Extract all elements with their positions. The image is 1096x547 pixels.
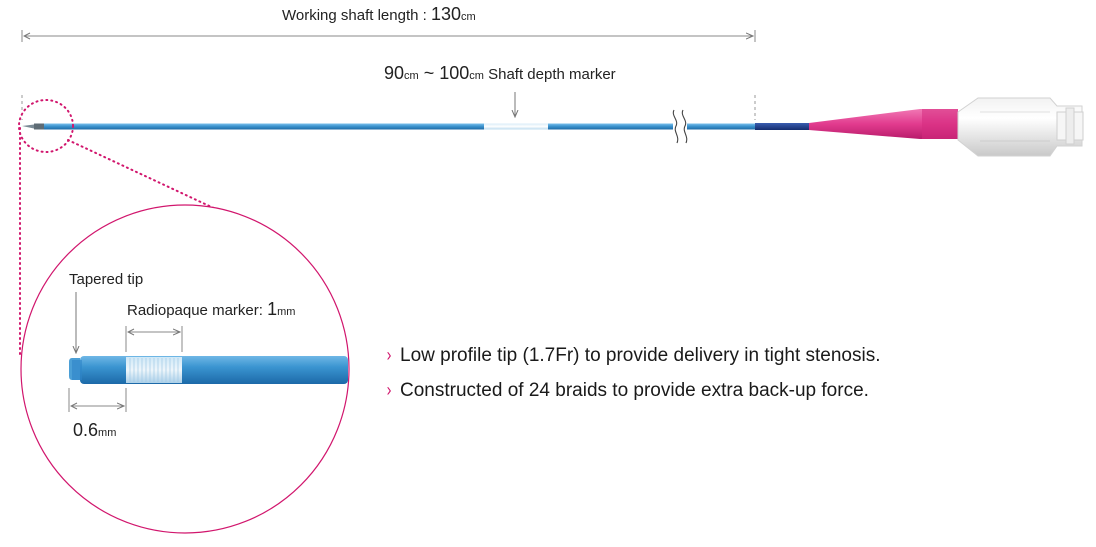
marker-dimension xyxy=(125,326,183,352)
feature-text: Low profile tip (1.7Fr) to provide deliv… xyxy=(400,345,881,366)
depth-to-unit: cm xyxy=(469,70,484,82)
shaft-depth-marker-band xyxy=(484,123,548,130)
depth-marker-label: 90cm ~ 100cm Shaft depth marker xyxy=(384,63,616,84)
tip-unit: mm xyxy=(98,427,117,439)
marker-text: Radiopaque marker: xyxy=(127,302,268,319)
depth-from-value: 90 xyxy=(384,63,405,83)
tapered-tip-label: Tapered tip xyxy=(69,271,144,288)
feature-item: › Low profile tip (1.7Fr) to provide deli… xyxy=(386,345,881,367)
working-length-unit: cm xyxy=(461,11,476,23)
catheter-shaft xyxy=(22,123,809,130)
depth-text: Shaft depth marker xyxy=(483,66,616,83)
radiopaque-marker-label: Radiopaque marker: 1mm xyxy=(127,299,295,320)
shaft-break-symbol xyxy=(672,109,688,144)
strain-relief xyxy=(809,109,958,139)
magnified-tip xyxy=(69,356,348,384)
depth-tilde: ~ xyxy=(418,63,440,83)
chevron-right-icon: › xyxy=(386,380,392,400)
feature-item: › Constructed of 24 braids to provide ext… xyxy=(386,380,869,402)
working-length-value: 130 xyxy=(430,4,462,24)
working-length-label: Working shaft length : 130cm xyxy=(282,4,476,25)
depth-from-unit: cm xyxy=(404,70,419,82)
marker-value: 1 xyxy=(267,299,278,319)
working-length-dimension xyxy=(21,30,756,120)
tip-length-label: 0.6mm xyxy=(73,420,116,441)
tip-value: 0.6 xyxy=(73,420,99,440)
depth-to-value: 100 xyxy=(439,63,470,83)
marker-unit: mm xyxy=(277,306,296,318)
working-length-text: Working shaft length : xyxy=(282,7,431,24)
chevron-right-icon: › xyxy=(386,345,392,365)
catheter-hub xyxy=(957,97,1084,157)
tip-dimension xyxy=(68,388,127,412)
feature-text: Constructed of 24 braids to provide extr… xyxy=(400,380,869,401)
